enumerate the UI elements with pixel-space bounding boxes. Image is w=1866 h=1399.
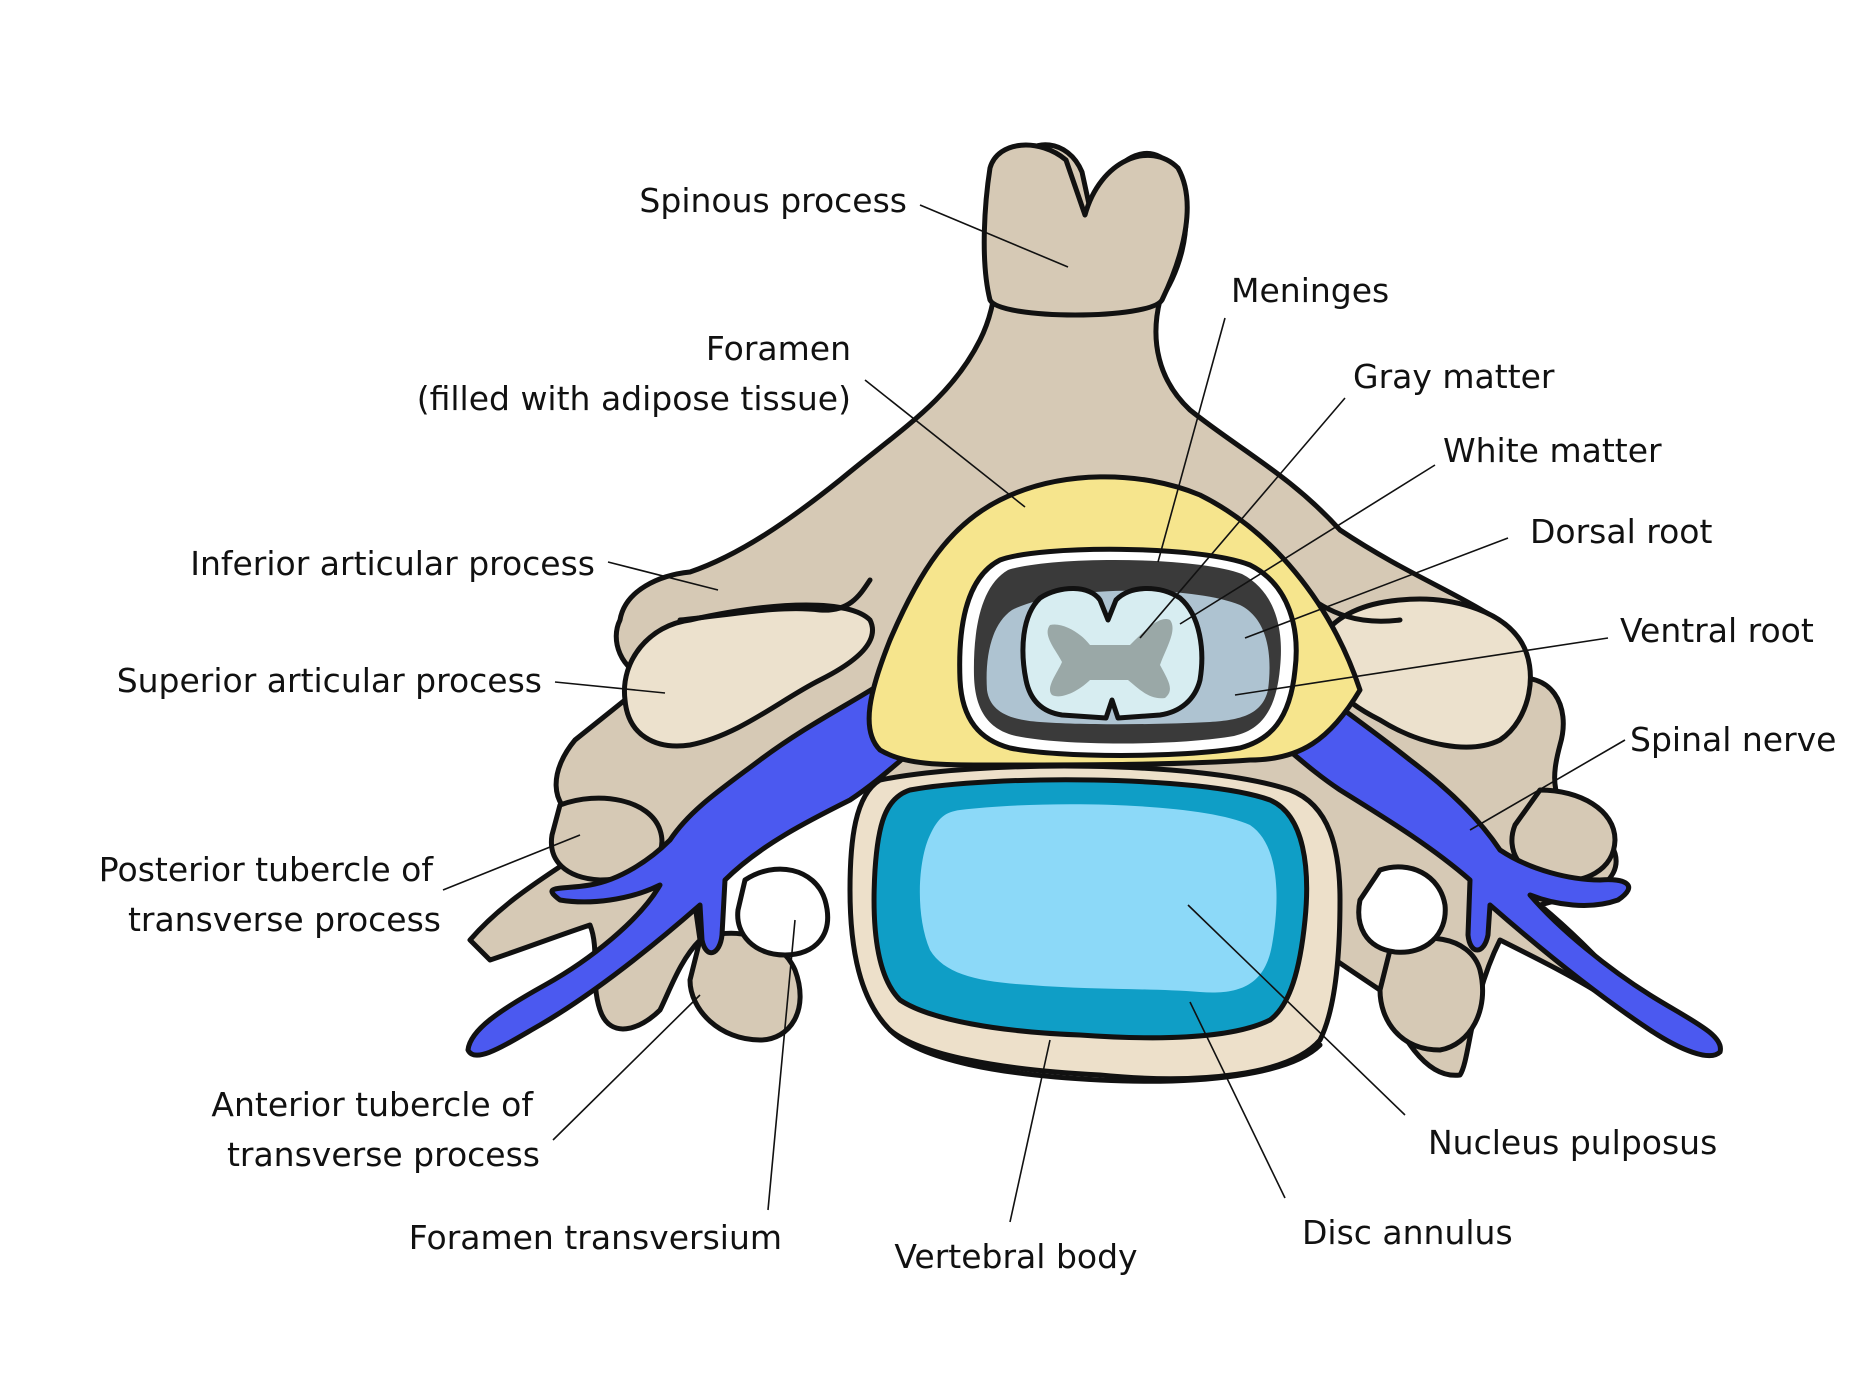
spinal-nerve-left xyxy=(465,662,933,1058)
leader-inferior-articular xyxy=(607,561,719,591)
label-gray-matter: Gray matter xyxy=(1353,357,1555,396)
leader-ventral-root xyxy=(1234,637,1609,696)
leader-anterior-tubercle xyxy=(552,994,701,1141)
label-anterior-tubercle-line2: transverse process xyxy=(227,1135,540,1174)
label-posterior-tubercle-line1: Posterior tubercle of xyxy=(99,850,435,889)
foramen-transversium-left xyxy=(735,866,831,958)
label-foramen-line1: Foramen xyxy=(706,329,851,368)
label-foramen-line2: (filled with adipose tissue) xyxy=(417,379,851,418)
label-inferior-articular-process: Inferior articular process xyxy=(190,544,595,583)
posterior-tubercle-right xyxy=(1509,787,1618,884)
label-foramen-transversium: Foramen transversium xyxy=(409,1218,782,1257)
leader-meninges xyxy=(1157,317,1226,563)
label-spinous-process: Spinous process xyxy=(639,181,907,220)
leader-spinal-nerve xyxy=(1469,739,1626,831)
label-white-matter: White matter xyxy=(1443,431,1662,470)
leader-gray-matter xyxy=(1139,397,1346,639)
label-anterior-tubercle-line1: Anterior tubercle of xyxy=(211,1085,534,1124)
label-posterior-tubercle-line2: transverse process xyxy=(128,900,441,939)
label-disc-annulus: Disc annulus xyxy=(1302,1213,1513,1252)
leader-foramen-transversium xyxy=(767,919,796,1211)
leader-foramen xyxy=(864,379,1026,508)
label-ventral-root: Ventral root xyxy=(1620,611,1814,650)
label-nucleus-pulposus: Nucleus pulposus xyxy=(1428,1123,1717,1162)
spinal-nerve-right xyxy=(1259,647,1723,1058)
spinous-process xyxy=(981,142,1190,318)
label-spinal-nerve: Spinal nerve xyxy=(1630,720,1836,759)
superior-articular-process-left xyxy=(621,602,875,749)
leader-disc-annulus xyxy=(1189,1001,1286,1199)
foramen-transversium-right xyxy=(1356,864,1448,955)
leader-superior-articular xyxy=(554,681,666,694)
leader-vertebral-body xyxy=(1009,1039,1051,1223)
leader-spinous-process xyxy=(919,204,1069,268)
label-meninges: Meninges xyxy=(1231,271,1389,310)
label-dorsal-root: Dorsal root xyxy=(1530,512,1712,551)
anterior-tubercle-right xyxy=(1377,935,1486,1053)
inferior-articular-fold-left xyxy=(677,577,873,623)
vertebral-body-lower-rim xyxy=(887,1027,1323,1084)
label-superior-articular-process: Superior articular process xyxy=(117,661,542,700)
leader-white-matter xyxy=(1179,464,1436,625)
leader-dorsal-root xyxy=(1244,537,1509,639)
gray-matter xyxy=(1047,619,1173,699)
label-vertebral-body: Vertebral body xyxy=(894,1237,1137,1276)
leader-nucleus-pulposus xyxy=(1187,904,1406,1116)
disc-inner xyxy=(919,804,1277,993)
leader-posterior-tubercle xyxy=(442,834,581,891)
